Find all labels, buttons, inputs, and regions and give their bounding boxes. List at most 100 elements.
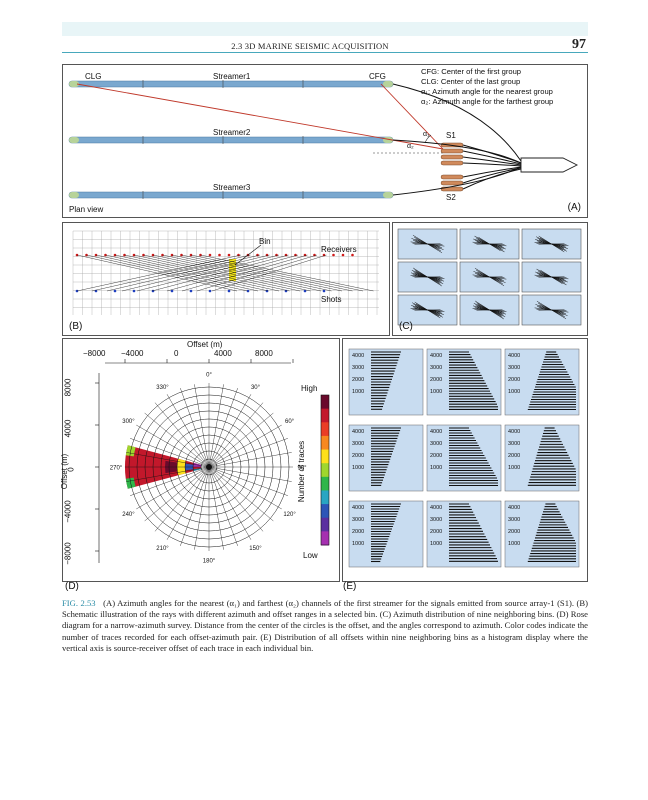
ray xyxy=(86,254,248,292)
ray-nearest xyxy=(380,83,444,150)
receiver-dot xyxy=(218,253,221,257)
ray xyxy=(121,254,270,292)
histogram-tick-label: 3000 xyxy=(352,365,364,371)
histogram-tick-label: 1000 xyxy=(352,465,364,471)
panel-e-histograms: 4000300020001000400030002000100040003000… xyxy=(348,348,580,568)
histogram-tick-label: 4000 xyxy=(430,429,442,435)
azimuth-spoke xyxy=(144,466,210,522)
panel-c-label: (C) xyxy=(399,321,413,332)
receiver-dot xyxy=(199,253,202,257)
plan-view-label: Plan view xyxy=(69,205,104,214)
histogram-tick-label: 3000 xyxy=(352,517,364,523)
histogram-tick-label: 2000 xyxy=(508,377,520,383)
azimuth-spoke xyxy=(208,387,238,468)
receiver-dot xyxy=(113,253,117,257)
streamer-2-label: Streamer2 xyxy=(213,128,251,137)
azimuth-spoke xyxy=(166,394,210,468)
histogram-tick-label: 2000 xyxy=(352,377,364,383)
panel-d-label: (D) xyxy=(65,581,79,592)
colorbar-label: Number of traces xyxy=(297,440,307,503)
colorbar-segment xyxy=(321,476,329,491)
azimuth-spoke xyxy=(208,466,274,522)
shot-dot xyxy=(113,289,117,293)
azimuth-spoke xyxy=(180,387,210,468)
s2-label: S2 xyxy=(446,193,456,202)
azimuth-spoke xyxy=(154,402,210,468)
caption-text: (A) Azimuth angles for the nearest (α₁) … xyxy=(62,598,588,653)
receiver-dot xyxy=(351,253,354,257)
receiver-dot xyxy=(132,253,136,257)
azimuth-ray xyxy=(412,234,443,254)
x-tick-1: −8000 xyxy=(83,349,106,358)
colorbar-segment xyxy=(321,395,329,410)
histogram-tick-label: 3000 xyxy=(508,517,520,523)
azimuth-ray xyxy=(412,267,443,287)
shot-dot xyxy=(189,289,193,293)
histogram-tick-label: 2000 xyxy=(352,529,364,535)
ray xyxy=(76,254,238,292)
azimuth-spoke xyxy=(136,466,210,510)
azimuth-ray xyxy=(540,269,563,285)
angle-label: 0° xyxy=(206,373,212,379)
colorbar-high: High xyxy=(301,384,318,393)
receivers-label: Receivers xyxy=(321,245,357,254)
angle-label: 330° xyxy=(156,385,169,391)
ray-farthest xyxy=(76,83,444,150)
ray xyxy=(181,254,353,292)
azimuth-spoke xyxy=(126,466,210,482)
ray xyxy=(133,254,301,292)
histogram-tick-label: 1000 xyxy=(508,541,520,547)
histogram-tick-label: 4000 xyxy=(352,429,364,435)
receiver-dot xyxy=(208,253,212,257)
azimuth-spoke xyxy=(166,466,210,540)
angle-label: 60° xyxy=(285,419,295,425)
azimuth-spoke xyxy=(208,402,264,468)
figure-number: FIG. 2.53 xyxy=(62,598,96,608)
colorbar-low: Low xyxy=(303,551,318,560)
page-number: 97 xyxy=(572,37,586,52)
histogram-tick-label: 1000 xyxy=(508,465,520,471)
shot-dot xyxy=(227,289,231,293)
origin-dot xyxy=(206,464,212,470)
ray xyxy=(166,254,299,292)
azimuth-spoke xyxy=(194,384,210,468)
azimuth-spoke xyxy=(208,466,282,510)
histogram-tick-label: 3000 xyxy=(430,365,442,371)
receiver-dot xyxy=(189,253,193,257)
azimuth-spoke xyxy=(194,466,210,550)
histogram-tick-label: 3000 xyxy=(352,441,364,447)
histogram-tick-label: 1000 xyxy=(430,541,442,547)
receiver-dot xyxy=(142,253,145,257)
panel-c-diagram xyxy=(397,228,582,326)
figure-caption: FIG. 2.53 (A) Azimuth angles for the nea… xyxy=(62,598,588,654)
azimuth-spoke xyxy=(208,466,289,496)
azimuth-bin-cell xyxy=(521,228,582,260)
azimuth-ray xyxy=(536,300,567,320)
colorbar-frame xyxy=(320,394,330,546)
ray xyxy=(124,254,290,292)
colorbar-segment xyxy=(321,422,329,437)
receiver-dot xyxy=(341,253,345,257)
azimuth-spoke xyxy=(208,466,292,482)
azimuth-spoke xyxy=(208,466,264,532)
azimuth-spoke xyxy=(180,466,210,547)
ray xyxy=(136,254,280,292)
y-tick-3: 0 xyxy=(66,467,76,472)
colorbar-segment xyxy=(321,463,329,478)
azimuth-ray xyxy=(414,301,441,319)
angle-label: 120° xyxy=(283,512,296,518)
streamer-3-label: Streamer3 xyxy=(213,183,251,192)
x-tick-3: 0 xyxy=(174,349,179,358)
streamer-1 xyxy=(68,80,394,88)
header-rule xyxy=(62,52,588,53)
azimuth-spoke xyxy=(208,412,274,468)
histogram-tick-label: 1000 xyxy=(430,465,442,471)
shot-dot xyxy=(132,289,136,293)
ray xyxy=(105,254,269,292)
x-tick-2: −4000 xyxy=(121,349,144,358)
histogram-tick-label: 3000 xyxy=(508,441,520,447)
streamer-3 xyxy=(68,191,394,199)
azimuth-spoke xyxy=(208,424,282,468)
azimuth-ray xyxy=(538,235,565,253)
